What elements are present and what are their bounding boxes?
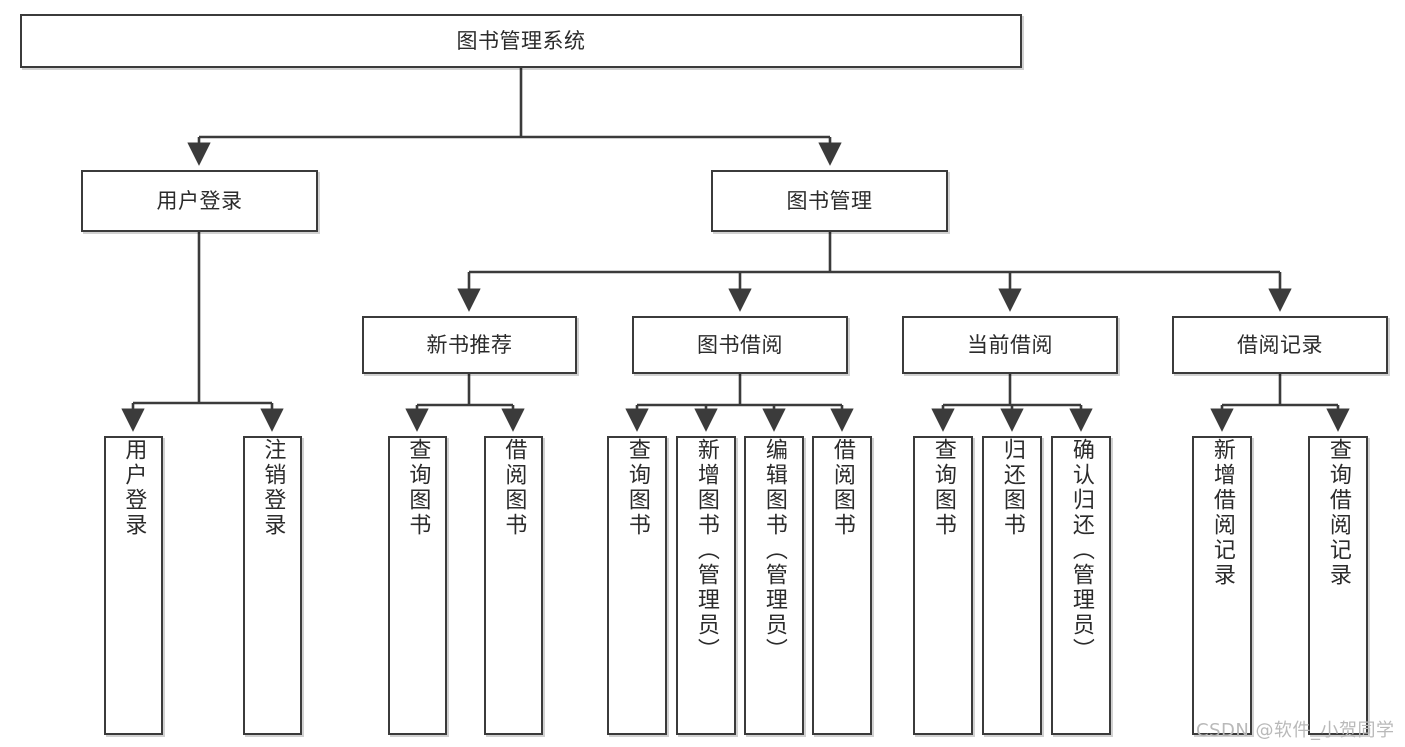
node-new-book-recommend-label: 新书推荐	[426, 332, 513, 357]
leaf-node-label: 新增图书（管理员）	[693, 438, 719, 663]
leaf-node-label: 新增借阅记录	[1209, 438, 1235, 588]
leaf-node[interactable]: 查询图书	[388, 436, 447, 735]
leaf-node-label: 借阅图书	[501, 438, 527, 538]
leaf-node[interactable]: 借阅图书	[812, 436, 872, 735]
node-root-label: 图书管理系统	[456, 28, 586, 53]
leaf-node[interactable]: 用户登录	[104, 436, 163, 735]
leaf-node-label: 查询图书	[930, 438, 956, 538]
leaf-node[interactable]: 归还图书	[982, 436, 1042, 735]
leaf-node-label: 确认归还（管理员）	[1068, 438, 1094, 663]
leaf-node[interactable]: 新增图书（管理员）	[676, 436, 736, 735]
node-borrow-record[interactable]: 借阅记录	[1172, 316, 1388, 374]
csdn-watermark: CSDN @软件_小贺同学	[1196, 720, 1395, 741]
node-book-borrow-label: 图书借阅	[697, 332, 783, 357]
leaf-node-label: 归还图书	[999, 438, 1025, 538]
node-book-management[interactable]: 图书管理	[711, 170, 948, 232]
node-user-login-label: 用户登录	[156, 188, 243, 213]
leaf-node-label: 借阅图书	[829, 438, 855, 538]
leaf-node[interactable]: 查询借阅记录	[1308, 436, 1368, 735]
node-book-borrow[interactable]: 图书借阅	[632, 316, 848, 374]
leaf-node-label: 查询图书	[624, 438, 650, 538]
leaf-node[interactable]: 查询图书	[913, 436, 973, 735]
leaf-node[interactable]: 查询图书	[607, 436, 667, 735]
leaf-node-label: 注销登录	[260, 438, 286, 538]
leaf-node[interactable]: 借阅图书	[484, 436, 543, 735]
node-new-book-recommend[interactable]: 新书推荐	[362, 316, 577, 374]
leaf-node[interactable]: 注销登录	[243, 436, 302, 735]
node-root[interactable]: 图书管理系统	[20, 14, 1022, 68]
leaf-node-label: 查询借阅记录	[1325, 438, 1351, 588]
leaf-node-label: 用户登录	[121, 438, 147, 538]
leaf-node-label: 查询图书	[405, 438, 431, 538]
leaf-node[interactable]: 编辑图书（管理员）	[744, 436, 804, 735]
node-current-borrow-label: 当前借阅	[967, 332, 1053, 357]
leaf-node[interactable]: 新增借阅记录	[1192, 436, 1252, 735]
leaf-node[interactable]: 确认归还（管理员）	[1051, 436, 1111, 735]
node-borrow-record-label: 借阅记录	[1237, 332, 1323, 357]
node-current-borrow[interactable]: 当前借阅	[902, 316, 1118, 374]
node-book-management-label: 图书管理	[786, 188, 873, 213]
leaf-node-label: 编辑图书（管理员）	[761, 438, 787, 663]
node-user-login[interactable]: 用户登录	[81, 170, 318, 232]
